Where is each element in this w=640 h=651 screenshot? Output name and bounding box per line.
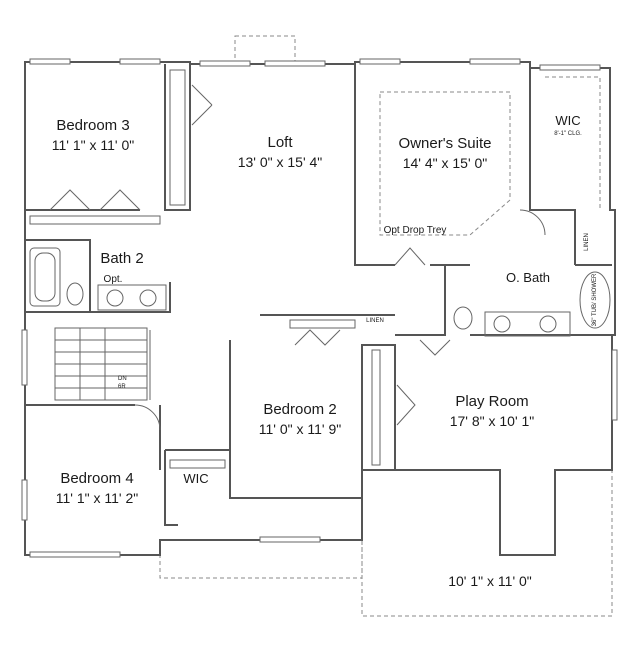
bed4-wic-wall <box>164 450 178 526</box>
room-dims: 11' 0" x 11' 9" <box>259 421 342 437</box>
sink <box>106 289 124 307</box>
closet-wall <box>164 64 191 211</box>
linen-label: LINEN <box>584 233 590 251</box>
room-note: Opt. <box>104 274 123 285</box>
wic-wall <box>529 68 576 265</box>
door-swing <box>419 339 451 356</box>
room-name: O. Bath <box>506 270 550 285</box>
sink <box>493 315 511 333</box>
room-name: Bedroom 3 <box>56 117 129 134</box>
optional-extension-bed4 <box>159 540 363 579</box>
room-dims: 11' 1" x 11' 0" <box>52 137 135 153</box>
linen-label: LINEN <box>366 318 384 324</box>
door-swing <box>519 209 546 236</box>
drop-trey-note: Opt Drop Trey <box>384 225 447 236</box>
bathtub <box>29 247 61 307</box>
window <box>264 60 326 67</box>
room-name: Bedroom 4 <box>60 470 133 487</box>
room-name: WIC <box>183 471 208 486</box>
door-swing <box>134 404 161 431</box>
window <box>29 551 121 558</box>
room-name: Owner's Suite <box>399 135 492 152</box>
sink <box>139 289 157 307</box>
room-name: Bath 2 <box>100 250 143 267</box>
window <box>539 64 601 71</box>
closet-shelf <box>169 69 186 206</box>
closet-shelf <box>169 459 226 469</box>
door-swing <box>49 189 141 211</box>
drop-trey-outline <box>379 91 511 236</box>
room-dims: 14' 4" x 15' 0" <box>403 155 488 171</box>
room-name: Loft <box>267 134 293 151</box>
window <box>199 60 251 67</box>
room-name: WIC <box>555 113 580 128</box>
staircase <box>54 327 148 401</box>
room-dims: 13' 0" x 15' 4" <box>238 154 323 170</box>
toilet <box>453 306 473 330</box>
toilet <box>66 282 84 306</box>
obath-wall <box>395 265 446 336</box>
window <box>119 58 161 65</box>
window <box>469 58 521 65</box>
stair-direction: DN <box>118 376 127 382</box>
closet-shelf <box>371 349 381 466</box>
bump-out-dashed <box>234 35 296 65</box>
window <box>21 479 28 521</box>
stair-risers: 6R <box>118 384 126 390</box>
tub-shower-label: 36" TUB/ SHOWER <box>592 273 598 326</box>
door-swing <box>396 384 416 426</box>
room-name: Bedroom 2 <box>263 401 336 418</box>
closet-shelf <box>289 319 356 329</box>
tub-shower <box>579 271 611 329</box>
vanity <box>97 284 167 311</box>
room-dims: 11' 1" x 11' 2" <box>56 490 139 506</box>
bed2-wall <box>229 340 396 499</box>
window <box>359 58 401 65</box>
suite-wall <box>354 64 395 266</box>
room-name: Play Room <box>455 393 528 410</box>
vanity <box>484 311 571 337</box>
bed4-wic-wall <box>165 449 231 498</box>
door-swing <box>191 84 213 126</box>
door-swing <box>294 329 341 346</box>
bath2-wall <box>90 282 171 313</box>
window <box>259 536 321 543</box>
wic-shelf-outline <box>545 76 601 210</box>
door-swing <box>394 247 426 266</box>
room-dims: 17' 8" x 10' 1" <box>450 413 535 429</box>
optional-extension-playroom <box>361 470 613 617</box>
window <box>29 58 71 65</box>
window <box>21 329 28 386</box>
bathtub-basin <box>34 252 56 302</box>
sink <box>539 315 557 333</box>
closet-shelf <box>29 215 161 225</box>
ceiling-note: 8'-1" CLG. <box>554 131 582 137</box>
optional-room-dims: 10' 1" x 11' 0" <box>448 573 532 589</box>
bath2-wall <box>25 239 91 313</box>
window <box>611 349 618 421</box>
